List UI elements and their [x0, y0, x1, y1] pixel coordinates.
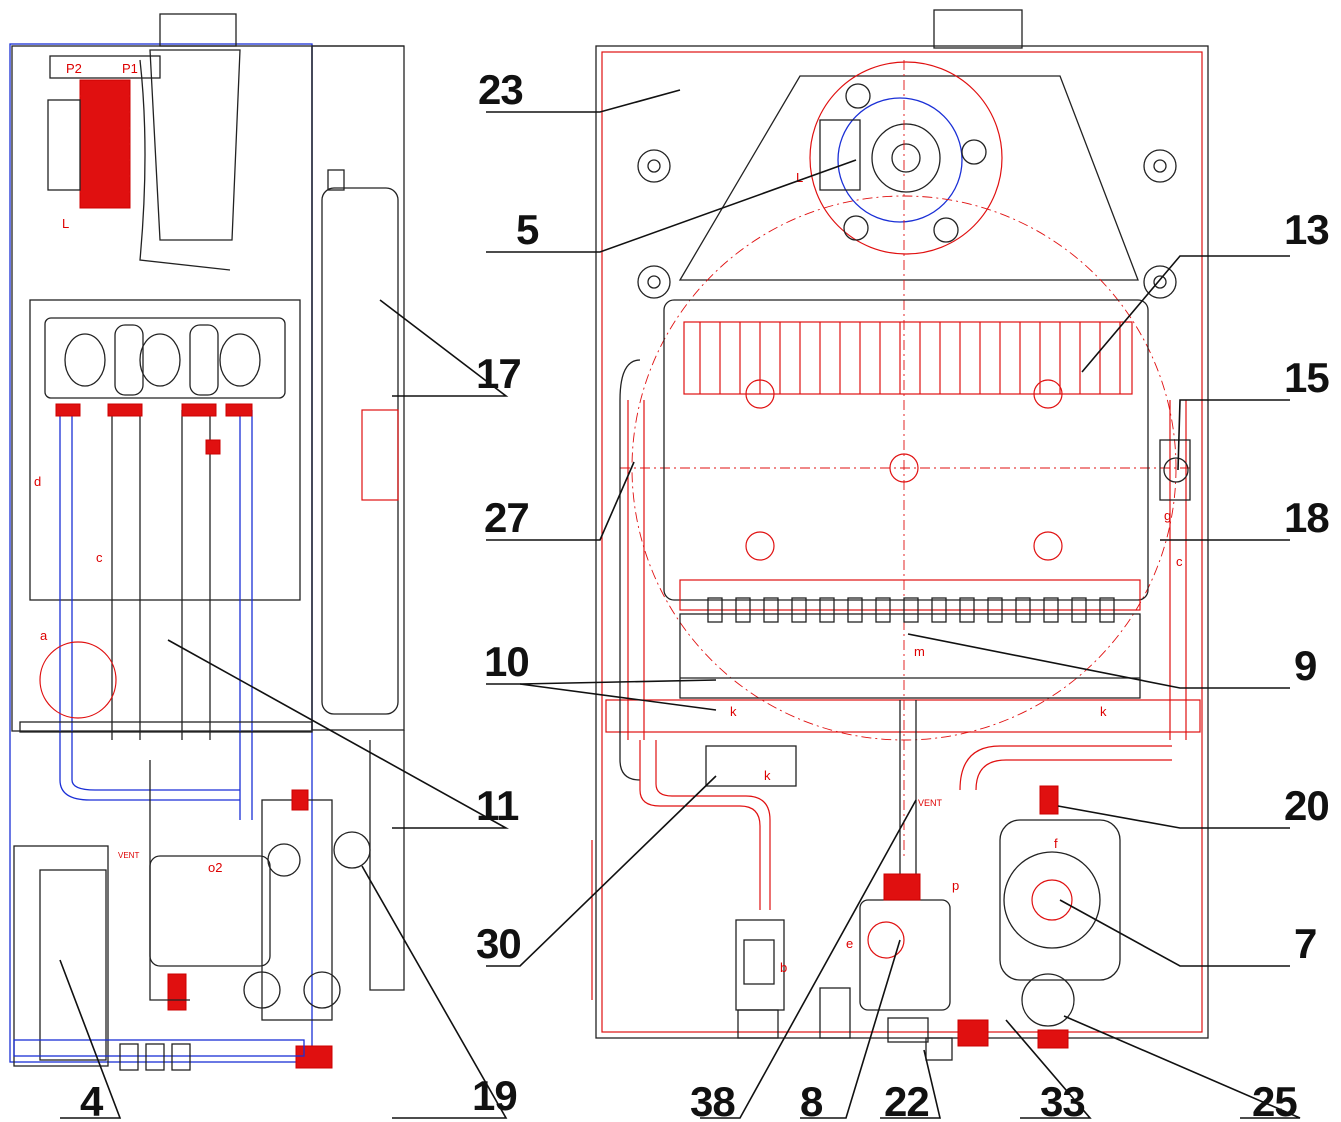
label-k3: k — [764, 768, 771, 783]
label-o2: o2 — [208, 860, 222, 875]
callout-numbers: 23 5 13 17 15 27 18 10 9 11 20 30 7 19 4… — [80, 66, 1330, 1122]
side-view: P2 P1 L d c a o2 VENT — [9, 13, 405, 1071]
fan — [809, 61, 1003, 255]
expansion-vessel — [321, 187, 399, 715]
callout-13: 13 — [1284, 206, 1329, 253]
label-g: g — [1164, 508, 1171, 523]
callout-11: 11 — [476, 782, 519, 829]
label-k2: k — [1100, 704, 1107, 719]
label-b: b — [780, 960, 787, 975]
label-vent-right: VENT — [918, 798, 943, 808]
label-vent-left: VENT — [118, 851, 139, 860]
callout-33: 33 — [1040, 1078, 1085, 1122]
callout-38: 38 — [690, 1078, 735, 1122]
callout-20: 20 — [1284, 782, 1329, 829]
label-c-left: c — [96, 550, 103, 565]
label-m: m — [914, 644, 925, 659]
label-p1: P1 — [122, 61, 138, 76]
callout-10: 10 — [484, 638, 529, 685]
gas-valve — [859, 873, 953, 1061]
callout-5: 5 — [516, 206, 539, 253]
label-p2: P2 — [66, 61, 82, 76]
pump — [999, 785, 1121, 1027]
callout-8: 8 — [800, 1078, 823, 1122]
callout-9: 9 — [1294, 642, 1316, 689]
callout-18: 18 — [1284, 494, 1329, 541]
label-a: a — [40, 628, 48, 643]
callout-27: 27 — [484, 494, 529, 541]
leader-lines — [59, 89, 1301, 1119]
label-p-right: p — [952, 878, 959, 893]
label-e: e — [846, 936, 853, 951]
label-l-left: L — [62, 216, 69, 231]
label-f: f — [1054, 836, 1058, 851]
label-c-right: c — [1176, 554, 1183, 569]
callout-4: 4 — [80, 1078, 104, 1122]
label-k1: k — [730, 704, 737, 719]
callout-22: 22 — [884, 1078, 929, 1122]
callout-7: 7 — [1294, 920, 1316, 967]
callout-19: 19 — [472, 1072, 517, 1119]
callout-23: 23 — [478, 66, 523, 113]
callout-25: 25 — [1252, 1078, 1297, 1122]
label-l-right: L — [796, 170, 803, 185]
callout-15: 15 — [1284, 354, 1329, 401]
label-d: d — [34, 474, 41, 489]
callout-30: 30 — [476, 920, 521, 967]
front-view: L g c m k k k VENT f p e b — [591, 9, 1209, 1061]
callout-17: 17 — [476, 350, 521, 397]
